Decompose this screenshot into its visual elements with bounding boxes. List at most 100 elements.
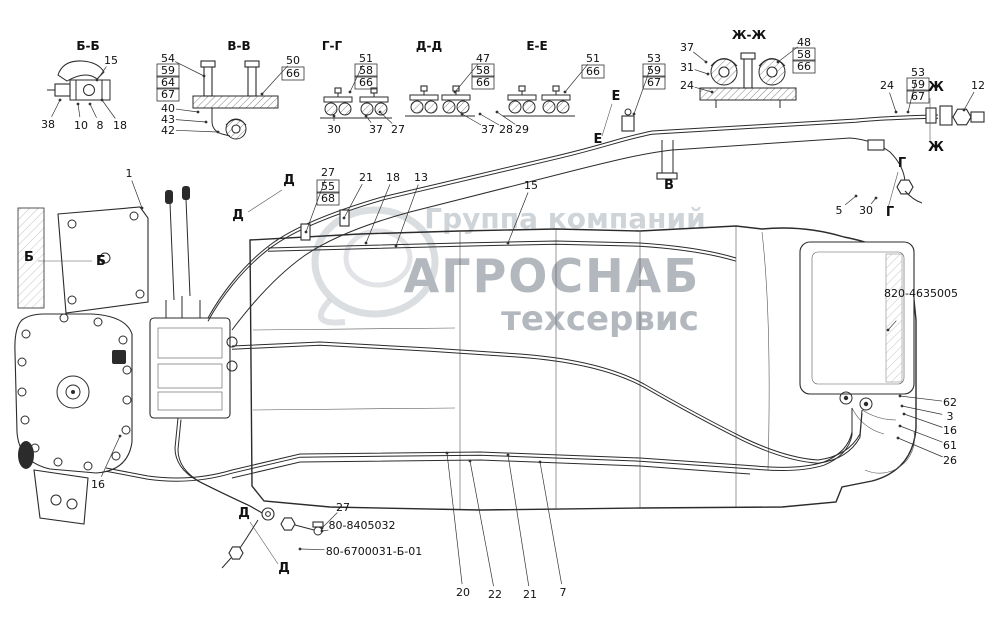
leader-line	[343, 183, 363, 219]
section-letter: Е	[594, 132, 603, 147]
section-letter: В	[664, 178, 674, 193]
callout-box	[906, 89, 930, 104]
leader-dot	[704, 60, 708, 64]
leader-line	[379, 111, 393, 124]
leader-line	[899, 425, 943, 443]
control-lever-knob	[182, 186, 190, 200]
leader-line	[299, 548, 325, 551]
callout-number: 58	[359, 64, 373, 77]
leader-line	[175, 119, 207, 123]
leader-line	[694, 69, 709, 75]
section-view-d-d	[405, 85, 475, 117]
leader-dot	[460, 112, 464, 116]
mounting-plate	[57, 206, 149, 314]
leader-line	[907, 79, 917, 113]
section-title: Д-Д	[416, 39, 442, 53]
callout-number: 16	[943, 424, 957, 437]
leader-line	[365, 115, 372, 123]
leader-line	[899, 395, 943, 402]
section-letter: Г	[886, 205, 894, 220]
callout-number: 15	[524, 179, 538, 192]
leader-line	[903, 413, 943, 428]
pipe-steering-lower	[231, 137, 906, 331]
part-number: 80-8405032	[329, 519, 396, 532]
leader-line	[469, 460, 494, 587]
leader-line	[321, 512, 338, 529]
leader-dot	[906, 110, 910, 114]
callout-number: 64	[161, 76, 175, 89]
steering-fittings-right	[896, 105, 985, 204]
callout-box	[642, 63, 666, 78]
callout-number: 47	[476, 52, 490, 65]
watermark-text-3: техсервис	[501, 299, 699, 339]
leader-dot	[204, 120, 208, 124]
leader-line	[539, 461, 562, 585]
callout-box	[792, 59, 816, 74]
leader-dot	[538, 460, 542, 464]
callout-number: 18	[113, 119, 127, 132]
callout-number: 27	[336, 501, 350, 514]
leader-lines	[51, 46, 975, 587]
callout-number: 42	[161, 124, 175, 137]
pipe-to-lift-upper	[231, 341, 863, 464]
callout-box	[316, 191, 340, 206]
leader-dot	[495, 110, 499, 114]
leader-dot	[298, 547, 302, 551]
leader-line	[101, 435, 121, 477]
hydraulic-lift-housing	[799, 241, 915, 435]
callout-number: 40	[161, 102, 175, 115]
leader-line	[564, 63, 589, 93]
callout-box	[471, 75, 495, 90]
distributor-valve	[149, 317, 231, 419]
leader-line	[131, 180, 143, 209]
pipe-mid-run	[267, 240, 737, 262]
leader-dot	[453, 90, 457, 94]
leader-dot	[378, 110, 382, 114]
callout-number: 38	[41, 118, 55, 131]
leader-dot	[706, 72, 710, 76]
callout-number: 50	[286, 54, 300, 67]
leader-line	[461, 113, 482, 126]
callout-number: 21	[523, 588, 537, 601]
hex-fitting	[228, 546, 244, 560]
callout-number: 21	[359, 171, 373, 184]
leader-dot	[962, 108, 966, 112]
leader-line	[507, 454, 530, 587]
section-letter: Г	[898, 156, 906, 171]
cut-lines	[38, 98, 931, 565]
section-letter: Д	[238, 506, 250, 521]
leader-line	[175, 129, 219, 133]
section-letter: Б	[24, 250, 34, 265]
leader-dot	[854, 194, 858, 198]
callout-number: 30	[859, 204, 873, 217]
fittings-bottom-left	[221, 507, 324, 569]
watermark: Группа компаний АГРОСНАБ техсервис	[311, 202, 706, 339]
pipe-steering-upper	[207, 114, 939, 322]
leader-dot	[902, 412, 906, 416]
section-view-g-g	[320, 87, 392, 119]
leader-dot	[710, 90, 714, 94]
callout-number: 12	[971, 79, 985, 92]
leader-dot	[874, 196, 878, 200]
leader-dot	[320, 529, 324, 533]
leader-dot	[260, 92, 264, 96]
pump-and-valve-assembly	[14, 186, 238, 525]
leader-dot	[100, 98, 104, 102]
callout-number: 15	[104, 54, 118, 67]
callout-number: 37	[481, 123, 495, 136]
control-lever-knob	[165, 190, 173, 204]
section-view-b-b	[47, 60, 111, 101]
leader-dot	[202, 74, 206, 78]
leader-line	[897, 437, 943, 458]
leader-line	[51, 99, 61, 118]
leader-dot	[478, 112, 482, 116]
leader-dot	[58, 98, 62, 102]
leader-dot	[632, 112, 636, 116]
leader-dot	[506, 453, 510, 457]
callout-number: 53	[647, 52, 661, 65]
callout-number: 59	[161, 64, 175, 77]
callout-number: 59	[647, 64, 661, 77]
hex-fitting	[896, 179, 914, 195]
leader-dot	[563, 90, 567, 94]
